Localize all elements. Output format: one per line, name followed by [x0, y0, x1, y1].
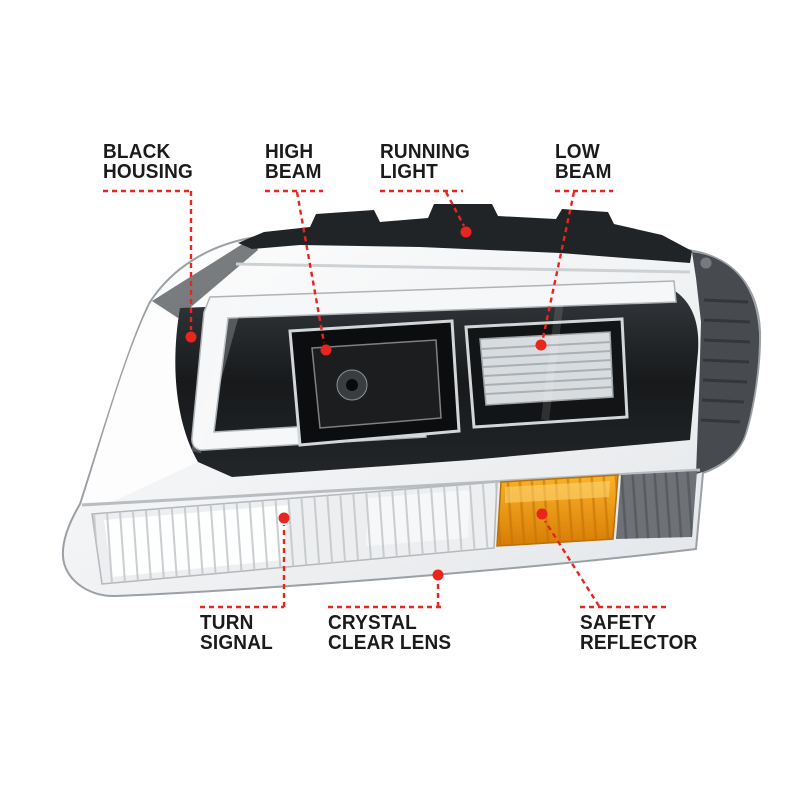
- callout-line: BEAM: [265, 161, 322, 183]
- right-end-cap: [692, 252, 760, 474]
- turn-signal-dot: [278, 512, 290, 524]
- safety-reflector-leader-line: [543, 520, 601, 607]
- callout-label-running-light: RUNNING LIGHT: [380, 142, 470, 182]
- turn-signal-ribs: [92, 482, 497, 584]
- callout-high-beam: [265, 189, 332, 356]
- right-end-cap-ribs: [700, 298, 751, 424]
- top-left-edge: [152, 238, 258, 318]
- callout-line: SIGNAL: [200, 632, 273, 654]
- low-beam-fluted-lens: [479, 331, 614, 406]
- callout-turn-signal: [200, 512, 290, 609]
- lower-strip-gray-ribs: [616, 471, 697, 539]
- safety-reflector-dot: [536, 508, 548, 520]
- lens-streak-2: [541, 299, 564, 421]
- low-beam-leader-line: [541, 191, 576, 339]
- callout-label-safety-reflector: SAFETY REFLECTOR: [580, 613, 697, 653]
- high-beam-bulb-core: [346, 379, 358, 391]
- high-beam-leader-line: [295, 191, 326, 344]
- callout-line: RUNNING: [380, 141, 470, 163]
- callout-label-high-beam: HIGH BEAM: [265, 142, 322, 182]
- callout-label-low-beam: LOW BEAM: [555, 142, 612, 182]
- callout-line: HIGH: [265, 141, 314, 163]
- callout-low-beam: [535, 189, 613, 351]
- black-housing-dot: [185, 331, 197, 343]
- low-beam-dot: [535, 339, 547, 351]
- chrome-eyebrow: [235, 262, 691, 274]
- callout-line: CRYSTAL: [328, 612, 417, 634]
- high-beam-inner-frame: [311, 339, 442, 429]
- running-light-dot: [460, 226, 472, 238]
- callout-line: BEAM: [555, 161, 612, 183]
- callout-line: LOW: [555, 141, 600, 163]
- callout-line: REFLECTOR: [580, 632, 698, 654]
- amber-reflector-highlight: [505, 481, 610, 503]
- crystal-clear-lens-dot: [432, 569, 444, 581]
- lens-streak-1: [191, 298, 243, 454]
- callout-running-light: [380, 189, 472, 238]
- callout-line: TURN: [200, 612, 254, 634]
- callout-label-crystal-clear-lens: CRYSTAL CLEAR LENS: [328, 613, 451, 653]
- high-beam-dot: [320, 344, 332, 356]
- callout-line: BLACK: [103, 141, 171, 163]
- callout-line: LIGHT: [380, 161, 438, 183]
- mounting-screw: [699, 256, 713, 270]
- callout-safety-reflector: [536, 508, 666, 609]
- callout-label-black-housing: BLACK HOUSING: [103, 142, 193, 182]
- callout-label-turn-signal: TURN SIGNAL: [200, 613, 273, 653]
- callout-black-housing: [103, 189, 197, 343]
- callout-crystal-clear-lens: [328, 569, 444, 609]
- callout-line: HOUSING: [103, 161, 194, 183]
- lens-highlight-wedge: [82, 304, 198, 502]
- callout-line: CLEAR LENS: [328, 632, 452, 654]
- running-light-leader-line: [444, 191, 466, 227]
- callout-line: SAFETY: [580, 612, 657, 634]
- running-light-bar: [191, 280, 677, 451]
